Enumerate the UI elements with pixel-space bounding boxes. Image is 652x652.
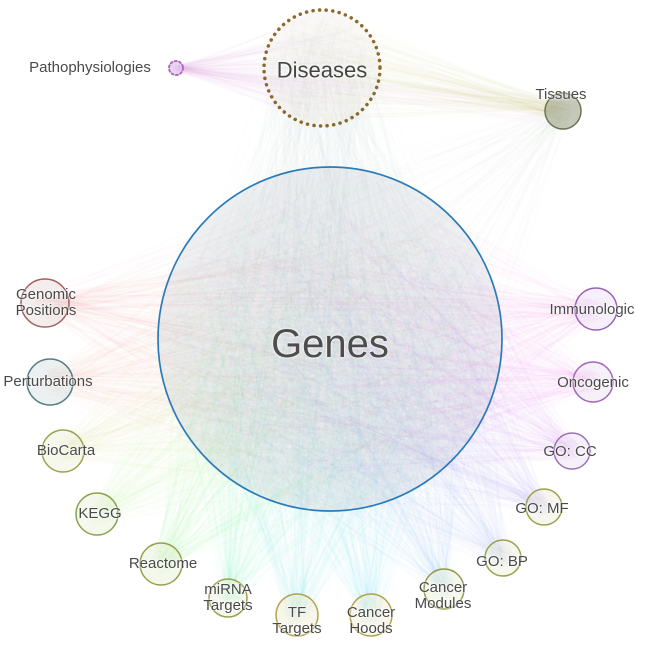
- node-reactome[interactable]: [139, 542, 183, 586]
- node-go-cc[interactable]: [553, 432, 591, 470]
- node-oncogenic[interactable]: [572, 361, 614, 403]
- node-biocarta[interactable]: [41, 429, 85, 473]
- node-cancer-hoods[interactable]: [349, 593, 393, 637]
- node-mirna-targets[interactable]: [208, 578, 248, 618]
- node-genomic-positions[interactable]: [20, 278, 70, 328]
- node-genes[interactable]: [157, 166, 503, 512]
- node-tissues[interactable]: [544, 92, 582, 130]
- node-diseases[interactable]: [262, 8, 382, 128]
- node-perturbations[interactable]: [26, 358, 74, 406]
- node-cancer-modules[interactable]: [423, 568, 465, 610]
- node-pathophysiologies[interactable]: [168, 60, 184, 76]
- node-immunologic[interactable]: [574, 287, 618, 331]
- node-kegg[interactable]: [75, 492, 119, 536]
- node-tf-targets[interactable]: [275, 593, 319, 637]
- node-go-mf[interactable]: [525, 488, 563, 526]
- node-go-bp[interactable]: [484, 539, 522, 577]
